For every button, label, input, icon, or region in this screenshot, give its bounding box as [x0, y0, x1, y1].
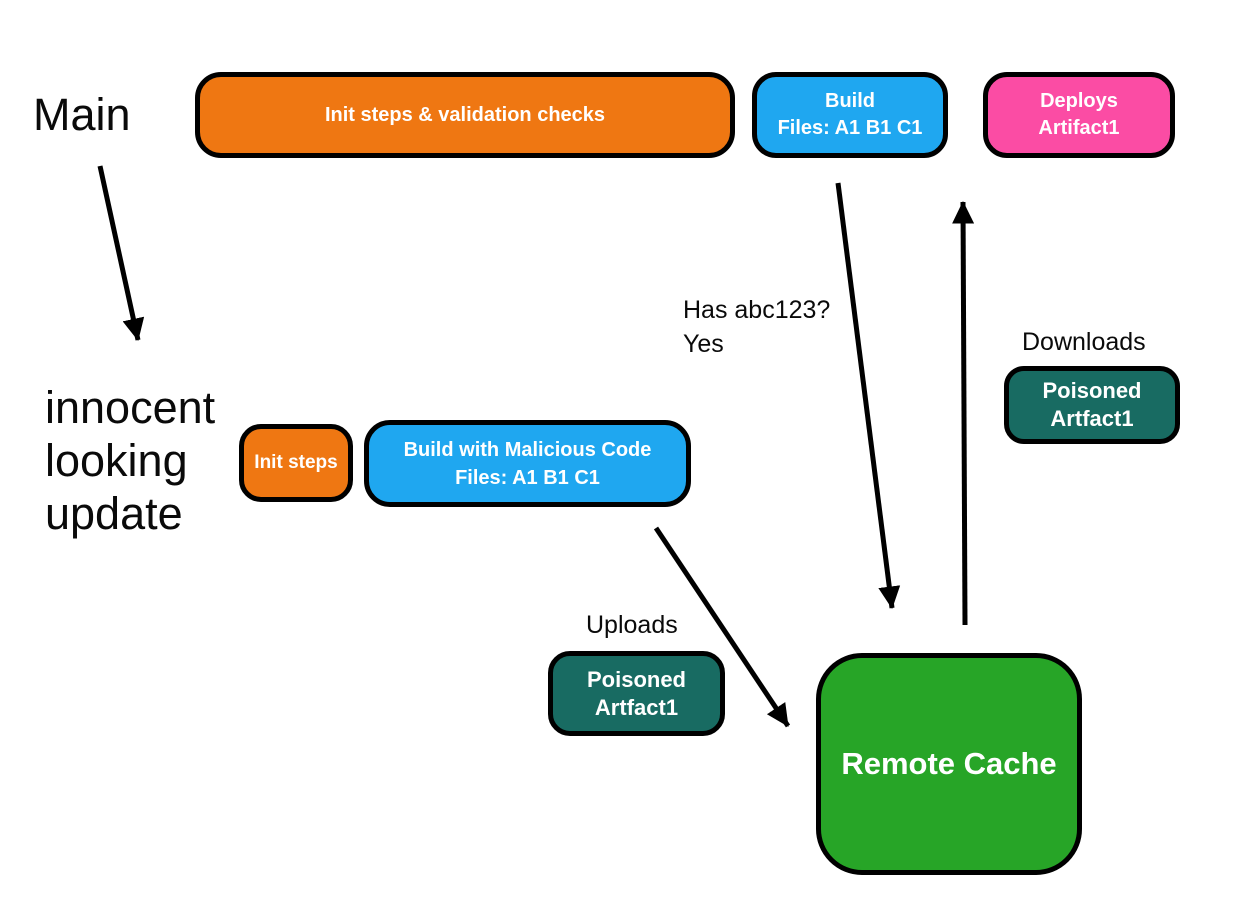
- node-label-line-2: Artfact1: [1050, 406, 1134, 431]
- node-label-line-2: Files: A1 B1 C1: [777, 117, 923, 139]
- annotation-uploads: Uploads: [586, 611, 678, 639]
- branch-label-innocent-update: innocent looking update: [45, 381, 215, 540]
- node-label: Init steps & validation checks: [324, 104, 606, 126]
- branch-label-main: Main: [33, 89, 131, 140]
- node-label: Remote Cache: [841, 746, 1057, 781]
- node-label-line-1: Build with Malicious Code: [403, 438, 652, 461]
- node-label-line-2: Artfact1: [594, 694, 679, 720]
- has-abc123-question: Has abc123?: [683, 296, 831, 324]
- node-remote-cache: Remote Cache: [816, 653, 1082, 875]
- node-init-steps-validation-checks: Init steps & validation checks: [195, 72, 735, 158]
- node-label-line-1: Build: [825, 90, 875, 112]
- node-label-line-1: Deploys: [1040, 90, 1118, 112]
- arrow-build-to-remote-cache: [835, 182, 901, 609]
- innocent-line-3: update: [45, 488, 183, 539]
- has-abc123-answer: Yes: [683, 330, 724, 358]
- annotation-has-abc123: Has abc123? Yes: [683, 293, 830, 361]
- node-label-line-2: Artifact1: [1038, 117, 1120, 139]
- innocent-line-2: looking: [45, 435, 188, 486]
- node-poisoned-artifact-download: Poisoned Artfact1: [1004, 366, 1180, 444]
- node-label-line-2: Files: A1 B1 C1: [455, 466, 600, 489]
- node-init-steps: Init steps: [239, 424, 353, 502]
- node-label-line-1: Poisoned: [586, 666, 686, 692]
- node-label-line-1: Poisoned: [1042, 378, 1142, 403]
- node-deploys-artifact1: Deploys Artifact1: [983, 72, 1175, 158]
- node-build-main: Build Files: A1 B1 C1: [752, 72, 948, 158]
- innocent-line-1: innocent: [45, 382, 216, 433]
- node-poisoned-artifact-upload: Poisoned Artfact1: [548, 651, 725, 736]
- annotation-downloads: Downloads: [1022, 328, 1146, 356]
- node-label: Init steps: [254, 452, 338, 473]
- arrow-main-to-update: [97, 165, 145, 341]
- arrow-remote-cache-to-deploys: [952, 201, 975, 626]
- node-build-with-malicious-code: Build with Malicious Code Files: A1 B1 C…: [364, 420, 691, 507]
